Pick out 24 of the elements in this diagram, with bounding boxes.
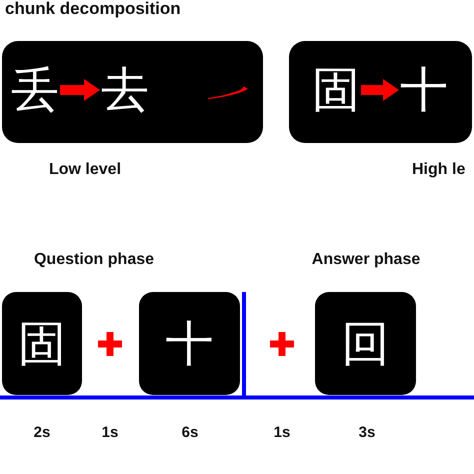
stimulus-screen [139,292,240,395]
chinese-character: 十 [166,316,214,370]
chinese-character: 十 [399,63,449,117]
duration-label: 1s [102,424,118,442]
duration-label: 2s [34,424,50,442]
level-label: High le [412,161,466,179]
arrow [361,79,399,101]
phase-heading: Question phase [34,251,154,269]
chinese-character: 固 [311,63,361,117]
phase-heading: Answer phase [312,251,420,269]
duration-label: 6s [182,424,198,442]
display-panel [2,41,263,143]
display-panel [289,41,472,143]
chinese-character: 回 [342,316,390,370]
duration-label: 1s [274,424,290,442]
stimulus-screen [315,292,416,395]
stimulus-screen [2,292,82,395]
chinese-character: 固 [18,316,66,370]
arrow [60,79,100,101]
level-label: Low level [48,161,122,179]
diagram-title: chunk decomposition [5,0,181,18]
chinese-character: 去 [100,63,150,117]
duration-label: 3s [358,424,376,442]
chinese-character: 丢 [10,63,60,117]
